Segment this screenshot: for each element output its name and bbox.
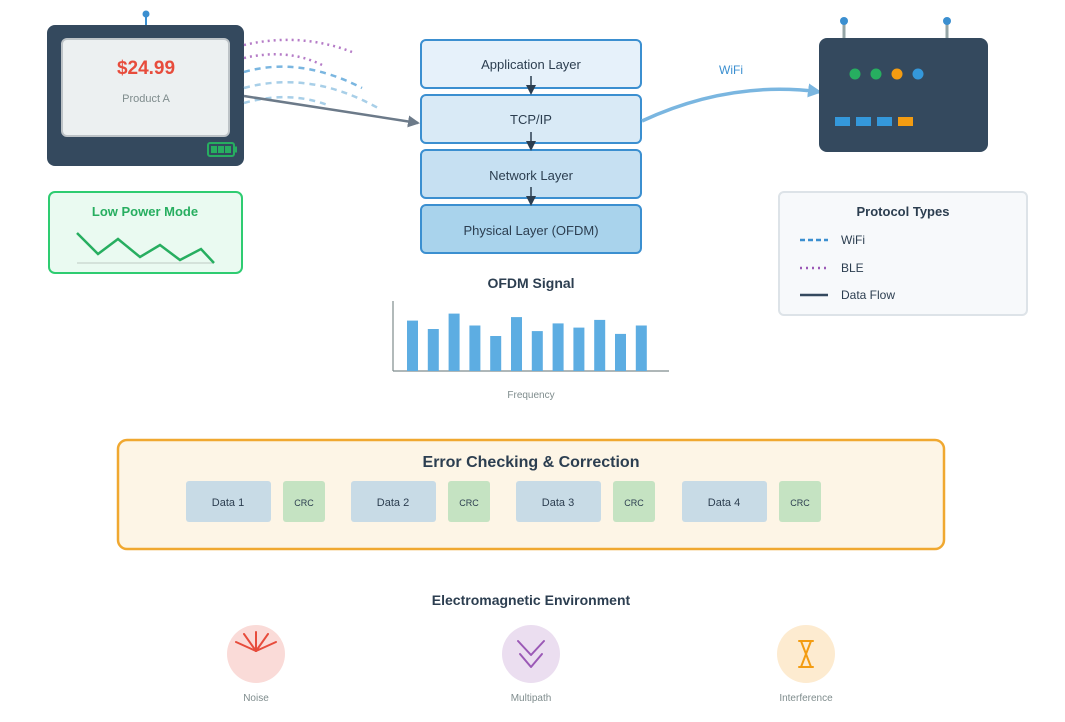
router-led xyxy=(870,68,882,80)
legend-dataflow-label: Data Flow xyxy=(841,288,895,302)
esl-device: $24.99 Product A xyxy=(47,10,244,166)
packet-data-3 xyxy=(516,481,601,522)
packet-crc-4 xyxy=(779,481,821,522)
ofdm-bar xyxy=(531,331,543,371)
ofdm-title: OFDM Signal xyxy=(487,275,574,291)
esl-screen xyxy=(61,38,230,137)
packet-crc-1-label: CRC xyxy=(294,498,314,508)
router-led xyxy=(912,68,924,80)
ofdm-bar xyxy=(427,329,439,371)
router-body xyxy=(819,38,988,152)
esl-antenna-tip xyxy=(142,10,150,18)
battery-icon xyxy=(207,142,237,157)
packet-crc-1 xyxy=(283,481,325,522)
packet-crc-3-label: CRC xyxy=(624,498,644,508)
legend-wifi-label: WiFi xyxy=(841,233,865,247)
packet-data-2-label: Data 2 xyxy=(377,497,409,509)
router-port xyxy=(898,117,913,126)
legend-ble-label: BLE xyxy=(841,261,864,275)
ofdm-bar xyxy=(552,323,564,371)
router-port xyxy=(877,117,892,126)
ofdm-bar xyxy=(511,317,522,371)
protocol-stack: Application Layer TCP/IP Network Layer P… xyxy=(420,39,642,254)
wireless-signals xyxy=(243,38,379,110)
error-title: Error Checking & Correction xyxy=(423,454,640,471)
em-environment: Electromagnetic Environment Noise Multip… xyxy=(227,592,835,704)
esl-product-name: Product A xyxy=(122,93,170,105)
error-checking-panel: Error Checking & Correction Data 1 CRC D… xyxy=(116,438,946,551)
ofdm-bars xyxy=(407,313,647,371)
protocol-legend: Protocol Types WiFi BLE Data Flow xyxy=(778,191,1028,316)
data-flow-arrow xyxy=(243,94,420,128)
layer-tcpip-label: TCP/IP xyxy=(510,112,552,127)
ofdm-xlabel: Frequency xyxy=(507,390,554,401)
multipath-label: Multipath xyxy=(511,693,552,704)
interference-icon xyxy=(798,640,814,668)
layer-application-label: Application Layer xyxy=(481,57,581,72)
router-port xyxy=(835,117,850,126)
packet-crc-2-label: CRC xyxy=(459,498,479,508)
noise-label: Noise xyxy=(243,693,269,704)
ofdm-bar xyxy=(573,327,585,371)
interference-label: Interference xyxy=(779,693,833,704)
ofdm-bar xyxy=(469,325,481,371)
noise-icon-bg xyxy=(227,625,285,683)
ble-arc xyxy=(243,53,323,67)
ofdm-bar xyxy=(490,336,502,371)
ble-arc xyxy=(243,38,353,54)
router-antenna-tip xyxy=(943,17,951,25)
noise-icon xyxy=(235,631,277,652)
ofdm-bar xyxy=(635,325,647,371)
wifi-arc xyxy=(243,95,331,108)
router-port xyxy=(856,117,871,126)
layer-physical-label: Physical Layer (OFDM) xyxy=(463,223,598,238)
ofdm-bar xyxy=(448,313,460,371)
legend-title: Protocol Types xyxy=(857,204,950,219)
wifi-arc xyxy=(243,65,363,90)
layer-network-label: Network Layer xyxy=(489,168,573,183)
esl-price: $24.99 xyxy=(117,58,175,79)
packet-crc-2 xyxy=(448,481,490,522)
packet-data-1-label: Data 1 xyxy=(212,497,244,509)
ofdm-signal: OFDM Signal Frequency xyxy=(392,275,669,401)
environment-title: Electromagnetic Environment xyxy=(432,592,631,608)
wifi-label: WiFi xyxy=(719,63,743,77)
router-led xyxy=(849,68,861,80)
packet-data-4-label: Data 4 xyxy=(708,497,740,509)
ofdm-bar xyxy=(407,320,418,371)
packet-data-1 xyxy=(186,481,271,522)
ofdm-bar xyxy=(615,333,626,371)
packet-data-3-label: Data 3 xyxy=(542,497,574,509)
multipath-icon xyxy=(517,640,545,668)
ofdm-bar xyxy=(594,319,606,371)
packet-data-2 xyxy=(351,481,436,522)
packet-crc-4-label: CRC xyxy=(790,498,810,508)
router-led xyxy=(891,68,903,80)
wifi-arc xyxy=(243,80,379,110)
power-wave-icon xyxy=(76,232,215,264)
packet-crc-3 xyxy=(613,481,655,522)
packet-data-4 xyxy=(682,481,767,522)
low-power-panel: Low Power Mode xyxy=(48,191,243,274)
wifi-arrow xyxy=(641,83,822,123)
low-power-label: Low Power Mode xyxy=(92,204,198,219)
router-device xyxy=(819,17,988,152)
router-antenna-tip xyxy=(840,17,848,25)
